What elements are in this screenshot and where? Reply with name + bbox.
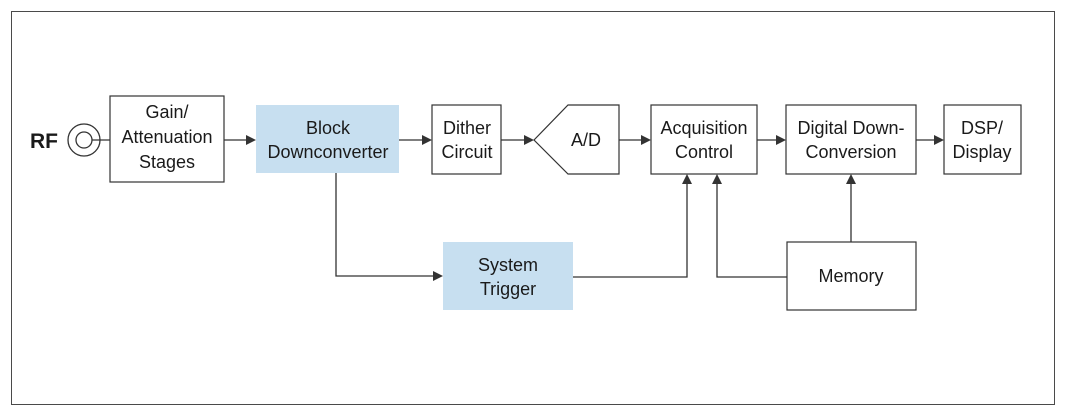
gain-line-1: Gain/ [145, 102, 188, 122]
dsp-line-1: DSP/ [961, 118, 1003, 138]
trigger-line-1: System [478, 255, 538, 275]
dsp-line-2: Display [952, 142, 1011, 162]
arrowhead [246, 135, 256, 145]
trigger-line-2: Trigger [480, 279, 536, 299]
system-trigger-bg [443, 242, 573, 310]
rf-label: RF [30, 130, 58, 153]
digital-downconversion-block: Digital Down- Conversion [785, 104, 917, 175]
ddc-line-2: Conversion [805, 142, 896, 162]
adc-label: A/D [571, 130, 601, 150]
wire-memory-acq [716, 184, 787, 278]
gain-line-2: Attenuation [121, 127, 212, 147]
wire-trigger-acq [573, 184, 688, 278]
arrowhead [422, 135, 432, 145]
arrowhead [433, 271, 443, 281]
acquisition-control-block: Acquisition Control [650, 104, 758, 175]
acq-line-2: Control [675, 142, 733, 162]
arrowhead [524, 135, 534, 145]
bdc-line-2: Downconverter [267, 142, 388, 162]
dither-circuit-block: Dither Circuit [431, 104, 502, 175]
arrowhead [682, 174, 692, 184]
arrowhead [934, 135, 944, 145]
dither-line-1: Dither [443, 118, 491, 138]
arrowhead [846, 174, 856, 184]
memory-label: Memory [818, 266, 883, 286]
rf-connector-icon [67, 123, 101, 157]
arrowhead [776, 135, 786, 145]
arrowhead [641, 135, 651, 145]
dither-line-2: Circuit [441, 142, 492, 162]
arrowhead [712, 174, 722, 184]
ddc-line-1: Digital Down- [797, 118, 904, 138]
memory-block: Memory [786, 241, 917, 311]
dsp-display-block: DSP/ Display [943, 104, 1022, 175]
system-trigger-block: System Trigger [443, 242, 573, 310]
adc-block: A/D [533, 104, 620, 175]
bdc-line-1: Block [306, 118, 351, 138]
block-downconverter-bg [256, 105, 399, 173]
wire-bdc-trigger [335, 173, 434, 277]
gain-line-3: Stages [139, 152, 195, 172]
gain-attenuation-block: Gain/ Attenuation Stages [109, 95, 225, 183]
diagram-frame [11, 11, 1055, 405]
acq-line-1: Acquisition [660, 118, 747, 138]
block-downconverter: Block Downconverter [256, 105, 399, 173]
